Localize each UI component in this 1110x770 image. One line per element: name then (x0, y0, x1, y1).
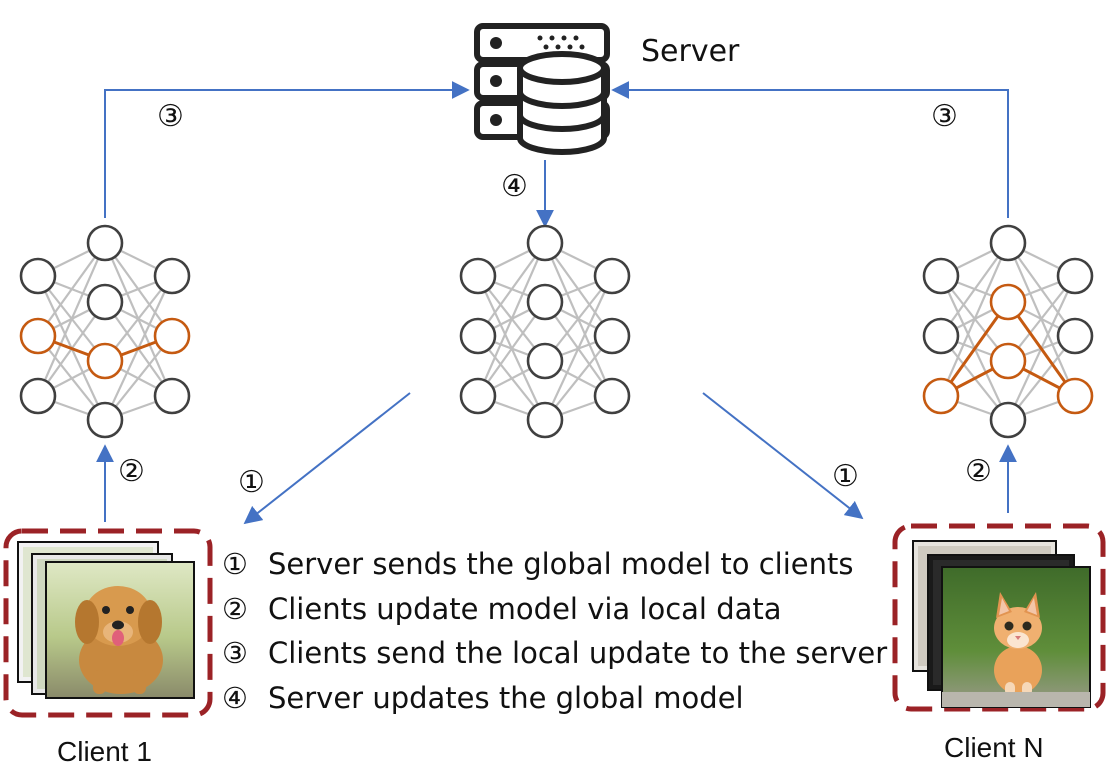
arrow-left-client-to-server (104, 81, 470, 218)
step-2-marker-right: ② (965, 454, 992, 489)
highlighted-connection (939, 301, 1010, 397)
highlighted-neuron (922, 377, 960, 415)
global-model (459, 224, 631, 439)
server-label: Server (641, 34, 740, 69)
kitten-illustration (942, 592, 1090, 707)
step-legend: ① Server sends the global model to client… (222, 543, 887, 721)
neuron (86, 401, 124, 439)
legend-item-3: ③ Clients send the local update to the se… (222, 632, 887, 677)
legend-num-3: ③ (222, 636, 248, 670)
step-1-marker-right: ① (832, 459, 859, 494)
nn-connection (103, 242, 174, 397)
legend-num-2: ② (222, 591, 248, 626)
neuron (922, 257, 960, 295)
legend-text-2: Clients update model via local data (268, 591, 782, 626)
arrows (96, 81, 1017, 525)
nn-connection (104, 242, 173, 337)
legend-item-4: ④ Server updates the global model (222, 677, 887, 722)
highlighted-neuron (153, 317, 191, 355)
highlighted-neuron (86, 342, 124, 380)
neuron (459, 377, 497, 415)
server-database-icon (474, 23, 610, 155)
highlighted-connection (1006, 301, 1077, 397)
step-2-marker-left: ② (118, 454, 145, 489)
nn-connection (543, 242, 614, 397)
neuron (526, 224, 564, 262)
highlighted-neuron (1056, 377, 1094, 415)
neuron (459, 257, 497, 295)
kitten-photo-stack (912, 540, 1091, 708)
arrow-global-to-client-n (702, 392, 864, 520)
neuron (593, 377, 631, 415)
step-1-marker-left: ① (238, 465, 265, 500)
local-model-client-1 (19, 224, 191, 439)
neuron (1056, 317, 1094, 355)
arrow-global-to-client-1 (243, 392, 411, 525)
neuron (526, 283, 564, 321)
highlighted-neuron (19, 317, 57, 355)
legend-num-4: ④ (222, 680, 248, 715)
client-1-data-frame (3, 528, 213, 718)
neuron (526, 401, 564, 439)
puppy-illustration (75, 586, 163, 694)
arrow-right-client-to-server (611, 81, 1009, 218)
nn-connection (544, 301, 613, 397)
legend-num-1: ① (222, 547, 248, 581)
legend-text-1: Server sends the global model to clients (268, 547, 854, 581)
highlighted-neuron (989, 283, 1027, 321)
client-n-label: Client N (944, 732, 1044, 763)
neuron (86, 283, 124, 321)
step-3-marker-right: ③ (931, 99, 958, 134)
neuron (153, 257, 191, 295)
neuron (459, 317, 497, 355)
neuron (989, 224, 1027, 262)
step-4-marker: ④ (501, 169, 528, 204)
nn-connection (1006, 242, 1077, 397)
highlighted-neuron (989, 342, 1027, 380)
neuron (86, 224, 124, 262)
neuron (989, 401, 1027, 439)
neuron (1056, 257, 1094, 295)
nn-connection (544, 242, 613, 337)
client-1-label: Client 1 (57, 736, 152, 767)
legend-text-3: Clients send the local update to the ser… (268, 636, 888, 670)
local-model-client-n (922, 224, 1094, 439)
neuron (593, 257, 631, 295)
neuron (153, 377, 191, 415)
neuron (19, 257, 57, 295)
client-n-data-frame (892, 523, 1106, 712)
neuron (593, 317, 631, 355)
neuron (526, 342, 564, 380)
neuron (19, 377, 57, 415)
legend-item-1: ① Server sends the global model to client… (222, 543, 887, 588)
nn-connection (477, 275, 546, 421)
nn-connection (1007, 242, 1076, 337)
puppy-photo-stack (17, 541, 195, 699)
legend-item-2: ② Clients update model via local data (222, 588, 887, 633)
legend-text-4: Server updates the global model (268, 680, 744, 715)
neuron (922, 317, 960, 355)
step-3-marker-left: ③ (157, 99, 184, 134)
